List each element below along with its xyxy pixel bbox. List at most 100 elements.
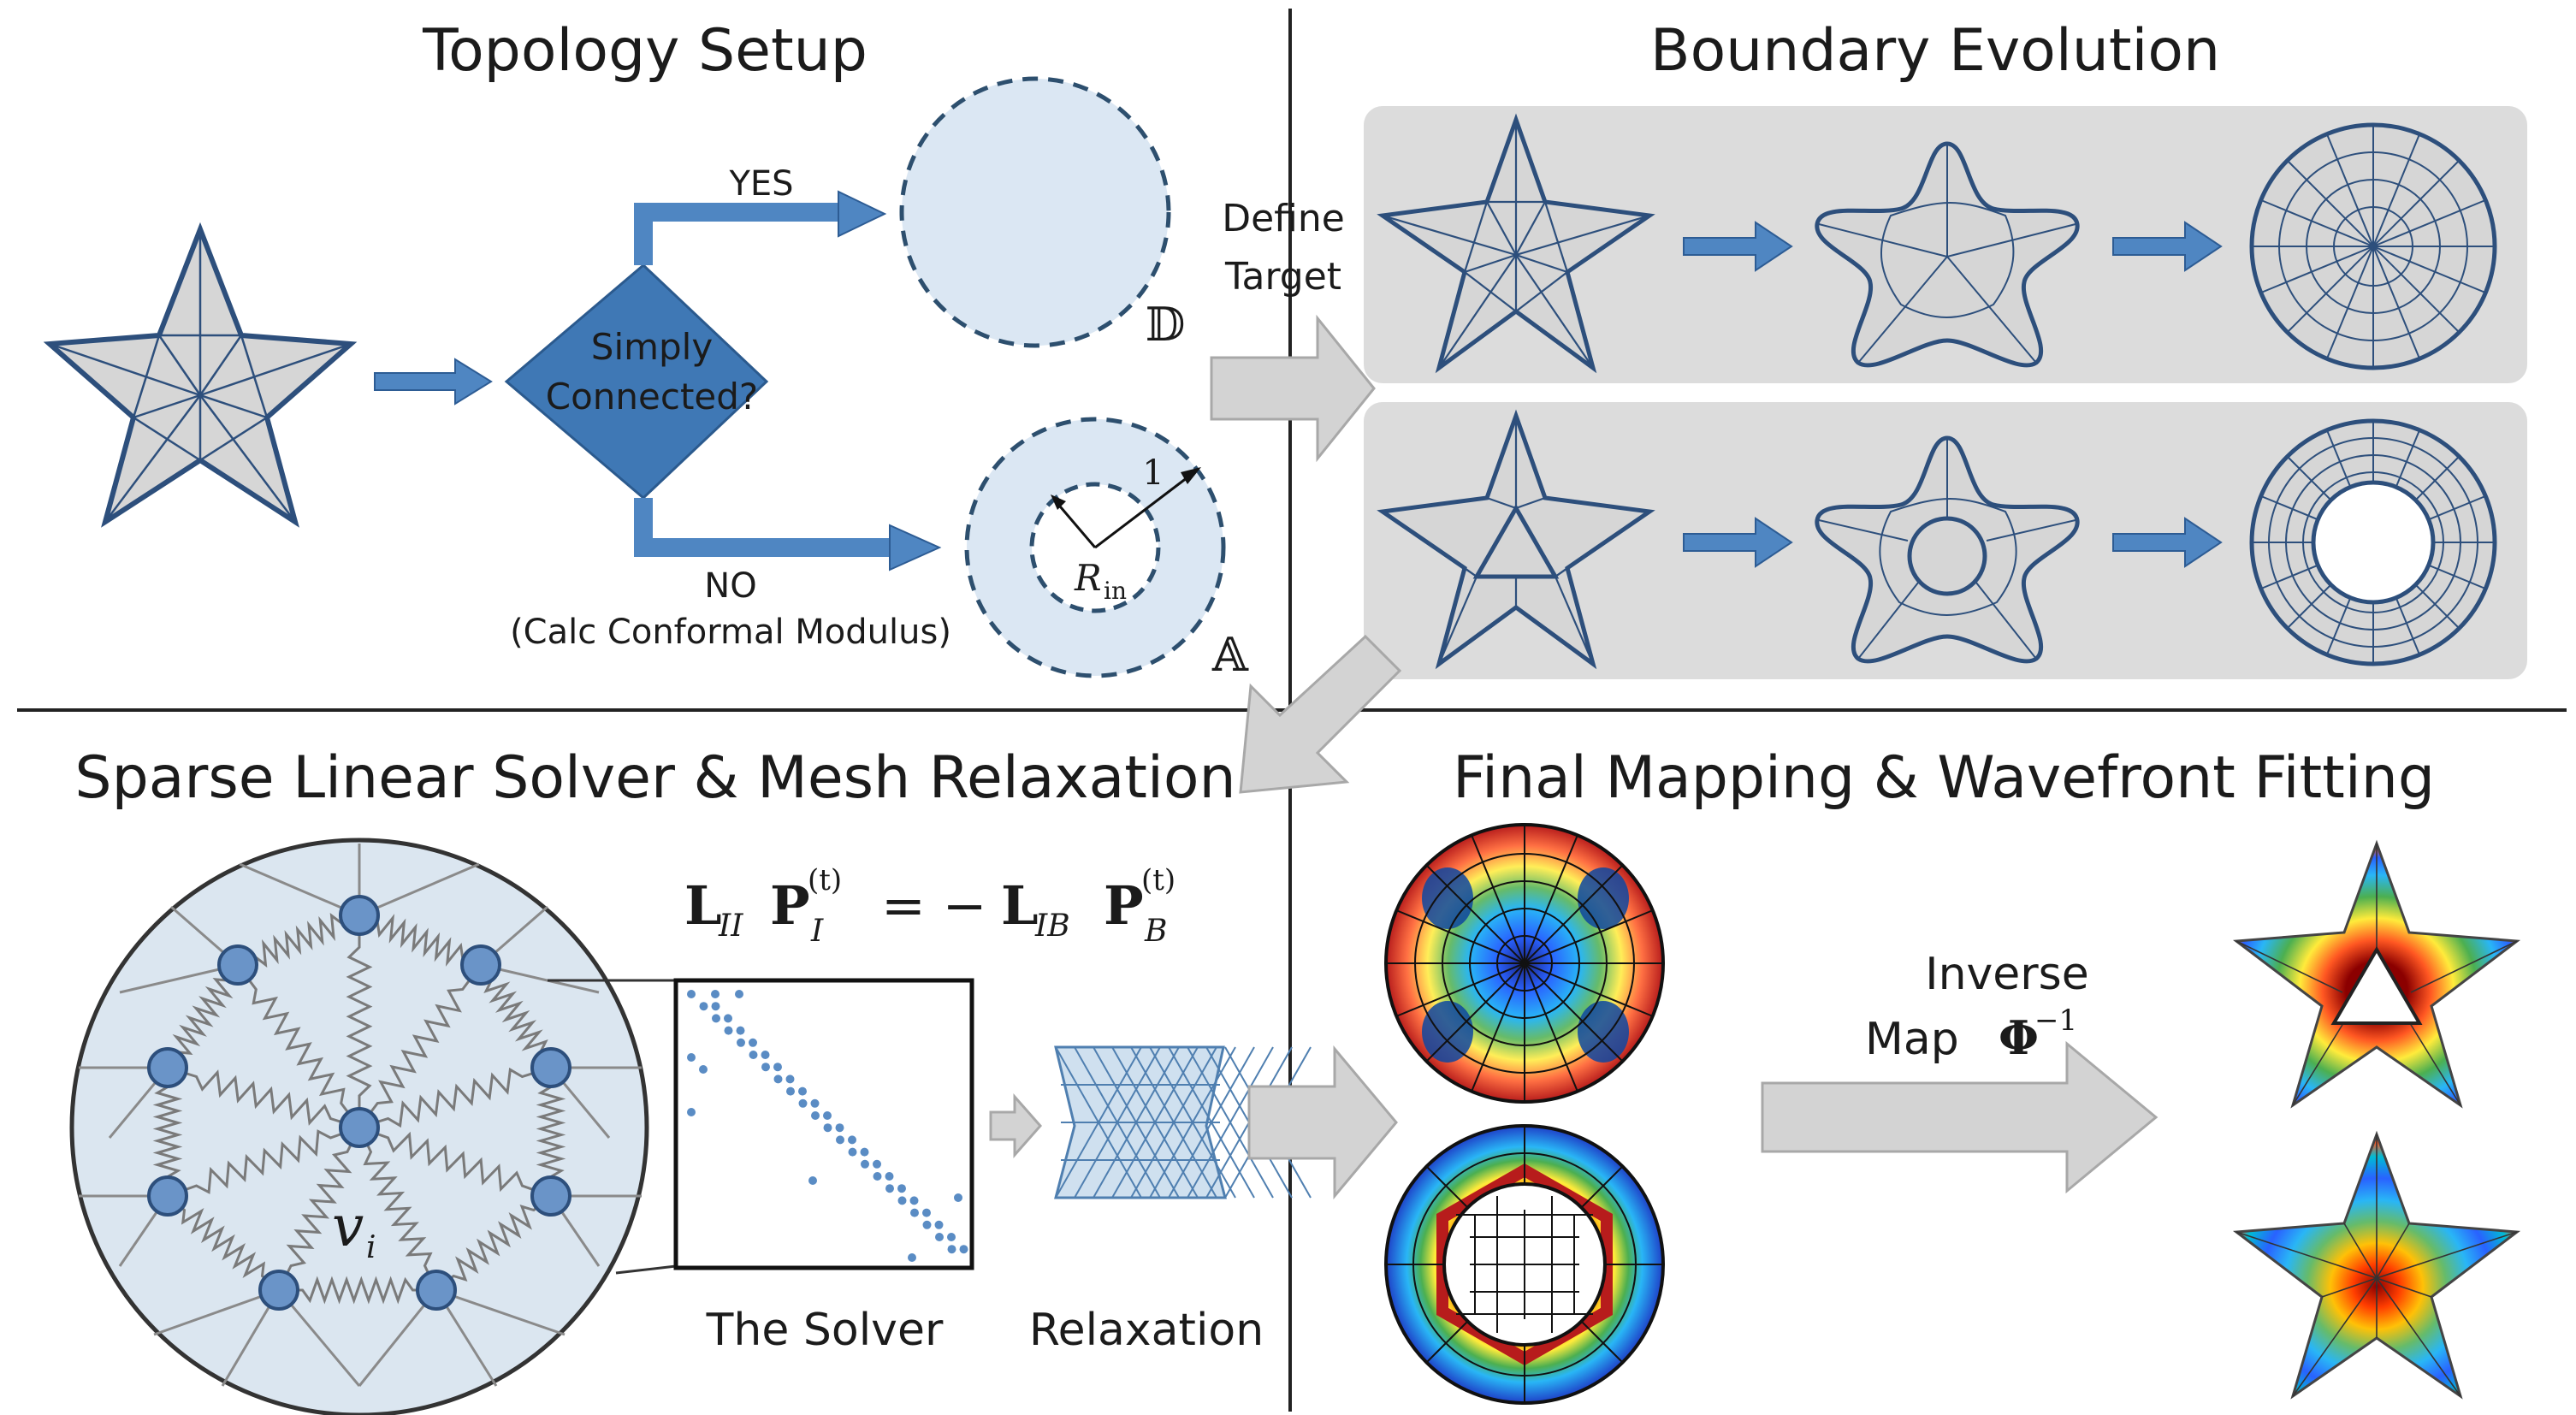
relax-caption: Relaxation bbox=[1029, 1305, 1264, 1356]
annulus-symbol: 𝔸 bbox=[1211, 628, 1249, 682]
eq-L1-sub: II bbox=[718, 909, 743, 944]
matrix-entry bbox=[735, 990, 743, 998]
bottom-rounded-star bbox=[1815, 435, 2080, 664]
matrix-entry bbox=[699, 1002, 708, 1011]
vertex-label: v bbox=[332, 1193, 364, 1259]
matrix-entry bbox=[737, 1038, 745, 1047]
matrix-entry bbox=[823, 1123, 832, 1133]
matrix-entry bbox=[934, 1220, 944, 1229]
matrix-entry bbox=[947, 1245, 956, 1254]
input-star-mesh bbox=[43, 222, 358, 528]
define-target-line2: Target bbox=[1224, 255, 1341, 299]
spring bbox=[167, 1066, 360, 1129]
linear-system-equation: L II P (t) I = − L IB P (t) B bbox=[684, 863, 1175, 949]
matrix-entry bbox=[724, 1026, 733, 1035]
bottom-annulus-mesh bbox=[2249, 418, 2497, 666]
spring bbox=[236, 964, 361, 1128]
matrix-entry bbox=[836, 1135, 844, 1145]
matrix-entry bbox=[848, 1147, 857, 1157]
arrow-to-decision bbox=[374, 358, 493, 406]
unit-disk bbox=[899, 76, 1171, 348]
matrix-entry bbox=[687, 1053, 696, 1062]
spring bbox=[277, 1127, 361, 1291]
matrix-entry bbox=[897, 1196, 907, 1205]
spring bbox=[279, 1276, 436, 1305]
mesh-node bbox=[339, 895, 380, 936]
yes-label: YES bbox=[728, 164, 793, 204]
spring bbox=[479, 964, 553, 1069]
inverse-line1: Inverse bbox=[1925, 949, 2089, 1000]
matrix-entry bbox=[835, 1123, 844, 1133]
inverse-exp: −1 bbox=[2034, 1004, 2077, 1038]
matrix-entry bbox=[922, 1208, 931, 1217]
spring bbox=[166, 964, 240, 1069]
spring bbox=[152, 1068, 183, 1196]
spring bbox=[167, 1126, 360, 1198]
spring-network bbox=[69, 838, 649, 1415]
relaxed-triangle-mesh bbox=[1054, 1045, 1312, 1199]
spring bbox=[346, 915, 373, 1128]
matrix-entry bbox=[711, 1002, 720, 1011]
eq-L2-sub: IB bbox=[1034, 909, 1070, 944]
no-note: (Calc Conformal Modulus) bbox=[510, 613, 951, 652]
matrix-entry bbox=[785, 1075, 795, 1084]
no-arrowhead bbox=[889, 524, 942, 571]
relax-arrow bbox=[989, 1093, 1043, 1158]
eq-P2-sub: B bbox=[1144, 914, 1167, 949]
matrix-entry bbox=[773, 1075, 783, 1084]
top-arrow-1 bbox=[1683, 221, 1793, 272]
boundary-title: Boundary Evolution bbox=[1650, 17, 2220, 85]
radius-outer-label: 1 bbox=[1142, 453, 1164, 493]
bottom-arrow-2 bbox=[2112, 517, 2223, 568]
no-label: NO bbox=[704, 566, 756, 606]
matrix-entry bbox=[773, 1063, 782, 1072]
matrix-entry bbox=[687, 990, 696, 998]
mesh-node bbox=[460, 944, 501, 986]
mesh-node bbox=[416, 1270, 457, 1311]
matrix-entry bbox=[959, 1245, 968, 1254]
matrix-entry bbox=[908, 1253, 916, 1262]
radius-inner-label: R bbox=[1074, 557, 1102, 599]
top-rounded-star bbox=[1815, 141, 2080, 368]
matrix-entry bbox=[873, 1159, 881, 1169]
eq-P2: P bbox=[1104, 874, 1144, 937]
eq-P1: P bbox=[770, 874, 810, 937]
disk-symbol: 𝔻 bbox=[1146, 298, 1186, 352]
matrix-entry bbox=[711, 990, 720, 998]
matrix-entry bbox=[749, 1038, 757, 1047]
no-branch-line bbox=[634, 498, 893, 557]
matrix-entry bbox=[808, 1176, 817, 1185]
matrix-entry bbox=[810, 1098, 820, 1108]
mesh-node bbox=[147, 1047, 188, 1088]
matrix-entry bbox=[922, 1220, 932, 1229]
yes-arrowhead bbox=[838, 190, 887, 238]
mapped-disk-field bbox=[1384, 823, 1665, 1104]
matrix-entry bbox=[909, 1196, 919, 1205]
top-disk-mesh bbox=[2249, 122, 2497, 370]
inverse-line2: Map bbox=[1865, 1014, 1959, 1065]
matrix-entry bbox=[954, 1193, 962, 1202]
define-target-line1: Define bbox=[1222, 197, 1345, 240]
top-star-mesh bbox=[1377, 113, 1655, 374]
sparse-matrix bbox=[673, 978, 974, 1270]
bottom-arrow-1 bbox=[1683, 517, 1793, 568]
inverse-symbol: Φ bbox=[1999, 1010, 2039, 1065]
mesh-node bbox=[217, 944, 258, 986]
yes-branch-line bbox=[634, 203, 842, 265]
mesh-node bbox=[530, 1175, 571, 1217]
spring bbox=[167, 1194, 280, 1292]
matrix-entry bbox=[699, 1065, 708, 1074]
vertex-sub: i bbox=[366, 1230, 376, 1265]
define-target-arrow bbox=[1210, 314, 1376, 463]
eq-equals-minus: = − bbox=[881, 874, 987, 937]
matrix-entry bbox=[848, 1135, 856, 1145]
matrix-entry bbox=[749, 1051, 758, 1059]
matrix-entry bbox=[823, 1111, 832, 1120]
solver-to-final-arrow bbox=[1247, 1045, 1398, 1200]
matrix-entry bbox=[873, 1172, 882, 1181]
spring bbox=[237, 913, 360, 968]
matrix-entry bbox=[811, 1111, 820, 1120]
top-arrow-2 bbox=[2112, 221, 2223, 272]
matrix-entry bbox=[798, 1098, 808, 1108]
